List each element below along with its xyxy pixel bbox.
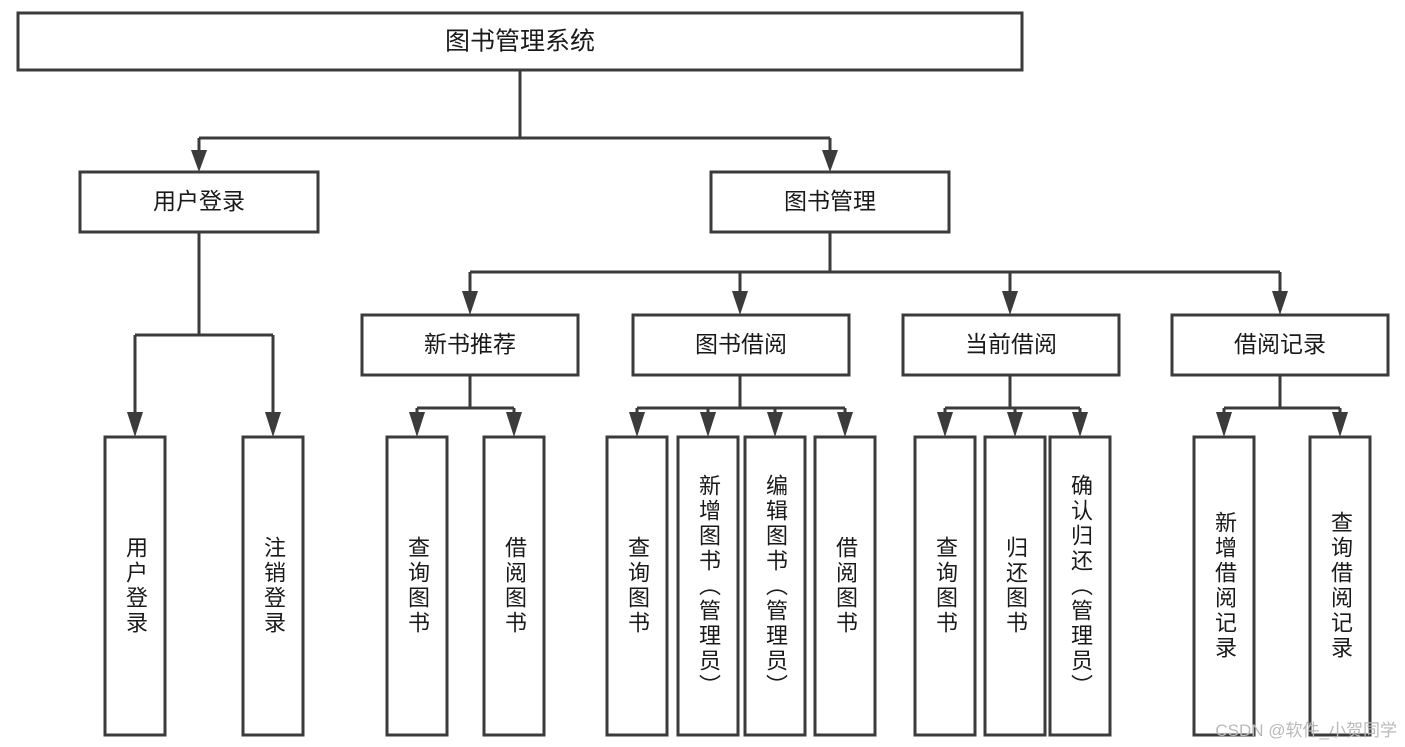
node-leaf-user-login-1-rect[interactable] [103, 435, 167, 737]
node-leaf-book-borrow-2-rect[interactable] [676, 435, 740, 737]
node-book-manage[interactable]: 图书管理 [709, 170, 951, 234]
node-new-book-recommend-label: 新书推荐 [424, 331, 516, 357]
arrow-currentborrow-leaf-2 [1007, 412, 1023, 437]
arrow-to-current-borrow [1002, 291, 1018, 315]
node-leaf-book-borrow-3-rect[interactable] [743, 435, 807, 737]
node-user-login[interactable]: 用户登录 [78, 170, 320, 234]
connector-layer [127, 70, 1348, 437]
node-user-login-label: 用户登录 [153, 188, 245, 214]
node-leaf-current-borrow-2-rect[interactable] [983, 435, 1047, 737]
arrow-to-new-book [462, 291, 478, 315]
node-leaf-book-borrow-4-rect[interactable] [813, 435, 877, 737]
node-book-borrow[interactable]: 图书借阅 [631, 313, 851, 377]
arrow-root-to-book-manage [822, 150, 838, 172]
arrow-userlogin-leaf-2 [265, 412, 281, 437]
node-leaf-current-borrow-1-rect[interactable] [913, 435, 977, 737]
node-current-borrow-rect[interactable] [901, 313, 1121, 377]
node-leaf-new-book-1-rect[interactable] [385, 435, 449, 737]
node-current-borrow-label: 当前借阅 [965, 331, 1057, 357]
arrow-currentborrow-leaf-3 [1072, 412, 1088, 437]
node-leaf-book-borrow-1-rect[interactable] [605, 435, 669, 737]
arrow-newbook-leaf-2 [506, 412, 522, 437]
arrow-borrowrecord-leaf-1 [1216, 412, 1232, 437]
arrow-borrowrecord-leaf-2 [1332, 412, 1348, 437]
arrow-currentborrow-leaf-1 [937, 412, 953, 437]
node-layer: 图书管理系统 用户登录 图书管理 新书推荐 图书借阅 当前 [16, 11, 1390, 737]
arrow-bookborrow-leaf-4 [837, 412, 853, 437]
node-root[interactable]: 图书管理系统 [16, 11, 1024, 72]
node-book-borrow-rect[interactable] [631, 313, 851, 377]
node-leaf-new-book-2-rect[interactable] [482, 435, 546, 737]
node-leaf-user-login-2-rect[interactable] [241, 435, 305, 737]
arrow-userlogin-leaf-1 [127, 412, 143, 437]
arrow-bookborrow-leaf-2 [700, 412, 716, 437]
node-borrow-record-label: 借阅记录 [1234, 331, 1326, 357]
arrow-newbook-leaf-1 [409, 412, 425, 437]
node-book-manage-label: 图书管理 [784, 188, 876, 214]
node-leaf-borrow-record-2-rect[interactable] [1308, 435, 1372, 737]
node-book-borrow-label: 图书借阅 [695, 331, 787, 357]
node-leaf-borrow-record-1-rect[interactable] [1192, 435, 1256, 737]
arrow-to-borrow-record [1272, 291, 1288, 315]
node-leaf-current-borrow-3-rect[interactable] [1048, 435, 1112, 737]
node-borrow-record[interactable]: 借阅记录 [1170, 313, 1390, 377]
node-new-book-recommend[interactable]: 新书推荐 [360, 313, 580, 377]
node-new-book-recommend-rect[interactable] [360, 313, 580, 377]
arrow-to-book-borrow [732, 291, 748, 315]
node-book-manage-rect[interactable] [709, 170, 951, 234]
arrow-bookborrow-leaf-1 [629, 412, 645, 437]
node-borrow-record-rect[interactable] [1170, 313, 1390, 377]
node-root-label: 图书管理系统 [445, 28, 595, 56]
arrow-bookborrow-leaf-3 [767, 412, 783, 437]
csdn-watermark: CSDN @软件_小贺同学 [1215, 721, 1397, 740]
node-current-borrow[interactable]: 当前借阅 [901, 313, 1121, 377]
arrow-root-to-user-login [191, 150, 207, 172]
node-user-login-rect[interactable] [78, 170, 320, 234]
node-root-rect[interactable] [16, 11, 1024, 72]
